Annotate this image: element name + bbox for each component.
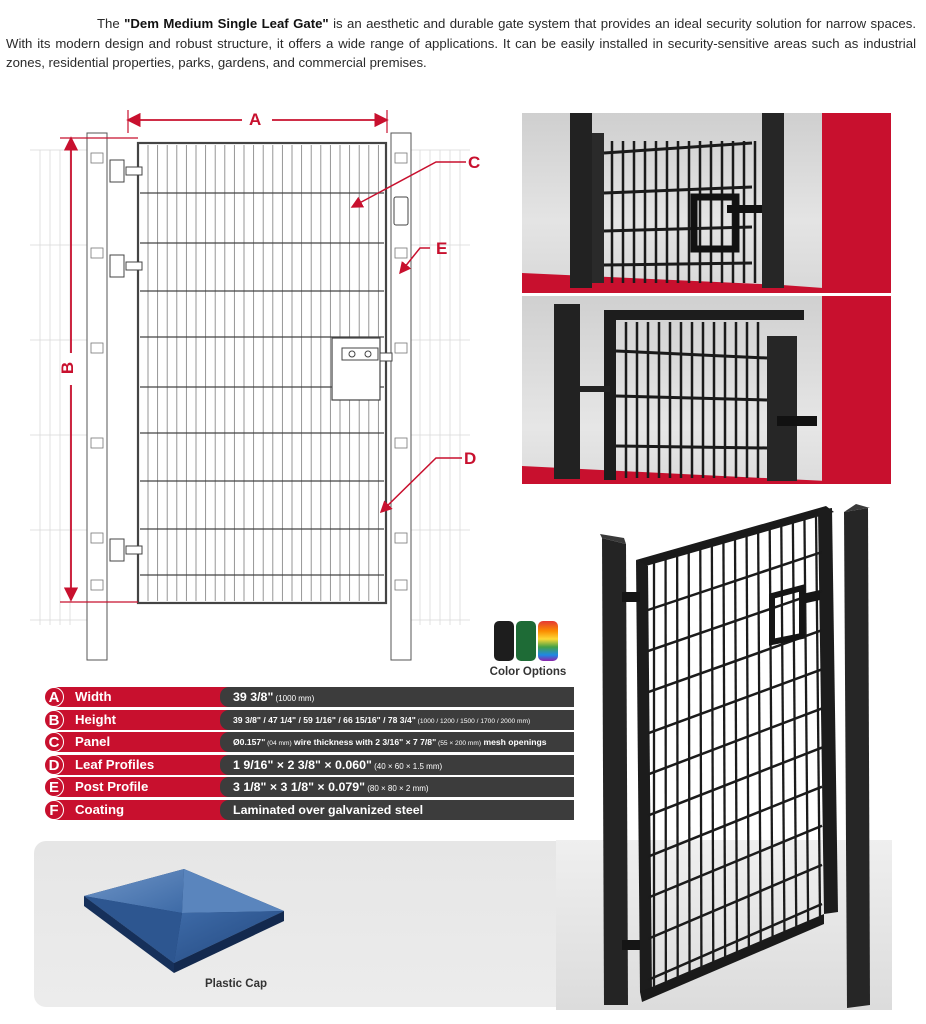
hinges — [109, 159, 143, 562]
post-clamps — [90, 152, 408, 591]
lock-box — [331, 337, 393, 401]
spec-value: 39 3/8" / 47 1/4" / 59 1/16" / 66 15/16"… — [233, 714, 531, 725]
leader-e — [399, 247, 430, 275]
spec-table: A Width 39 3/8" (1000 mm) B Height 39 3/… — [44, 687, 574, 822]
spec-row-post-profile: E Post Profile 3 1/8" × 3 1/8" × 0.079" … — [44, 777, 574, 797]
spec-key: Height — [75, 711, 117, 727]
leader-c — [350, 161, 466, 208]
spec-row-coating: F Coating Laminated over galvanized stee… — [44, 799, 574, 820]
leader-d — [379, 457, 462, 514]
gate-drawing-svg — [30, 109, 470, 661]
spec-letter: C — [44, 732, 64, 752]
spec-value: Ø0.157" (04 mm) wire thickness with 2 3/… — [233, 737, 547, 747]
spec-value: 1 9/16" × 2 3/8" × 0.060" (40 × 60 × 1.5… — [233, 757, 443, 772]
spec-row-leaf-profiles: D Leaf Profiles 1 9/16" × 2 3/8" × 0.060… — [44, 754, 574, 775]
photo-gate-main — [556, 500, 892, 1010]
spec-row-panel: C Panel Ø0.157" (04 mm) wire thickness w… — [44, 732, 574, 752]
photo-gate-open — [522, 296, 891, 484]
technical-drawing: A B C E D — [30, 105, 500, 670]
spec-key: Post Profile — [75, 779, 149, 794]
fence-left-lines — [30, 149, 88, 625]
spec-letter: D — [44, 754, 64, 775]
spec-key: Coating — [75, 801, 125, 817]
label-d: D — [464, 449, 477, 468]
left-post — [86, 132, 108, 661]
spec-row-height: B Height 39 3/8" / 47 1/4" / 59 1/16" / … — [44, 709, 574, 730]
fence-right-lines — [408, 149, 470, 625]
spec-value: 3 1/8" × 3 1/8" × 0.079" (80 × 80 × 2 mm… — [233, 780, 429, 794]
intro-paragraph: The "Dem Medium Single Leaf Gate" is an … — [6, 14, 916, 73]
intro-body: is an aesthetic and durable gate system … — [6, 16, 917, 70]
spec-letter: F — [44, 799, 64, 820]
color-options-label: Color Options — [489, 666, 567, 678]
swatch-black — [494, 621, 514, 661]
intro-lead: The — [97, 16, 125, 31]
label-a: A — [249, 110, 262, 129]
plastic-cap-label: Plastic Cap — [205, 978, 267, 990]
plastic-cap-image — [84, 869, 284, 973]
spec-letter: B — [44, 709, 64, 730]
photo-lock-detail — [522, 113, 891, 293]
label-b: B — [58, 361, 78, 375]
spec-value: Laminated over galvanized steel — [233, 802, 424, 817]
product-name: "Dem Medium Single Leaf Gate" — [124, 16, 329, 31]
spec-row-width: A Width 39 3/8" (1000 mm) — [44, 687, 574, 707]
label-c: C — [468, 153, 481, 172]
spec-key: Leaf Profiles — [75, 756, 155, 772]
color-swatches — [494, 621, 560, 663]
spec-value: 39 3/8" (1000 mm) — [233, 690, 315, 704]
swatch-green — [516, 621, 536, 661]
gate-horizontal-wires — [140, 192, 384, 576]
label-e: E — [436, 239, 448, 258]
spec-key: Width — [75, 689, 112, 704]
swatch-custom — [538, 621, 558, 661]
spec-letter: A — [44, 687, 64, 707]
spec-key: Panel — [75, 734, 111, 749]
spec-letter: E — [44, 777, 64, 797]
catch — [393, 196, 409, 226]
